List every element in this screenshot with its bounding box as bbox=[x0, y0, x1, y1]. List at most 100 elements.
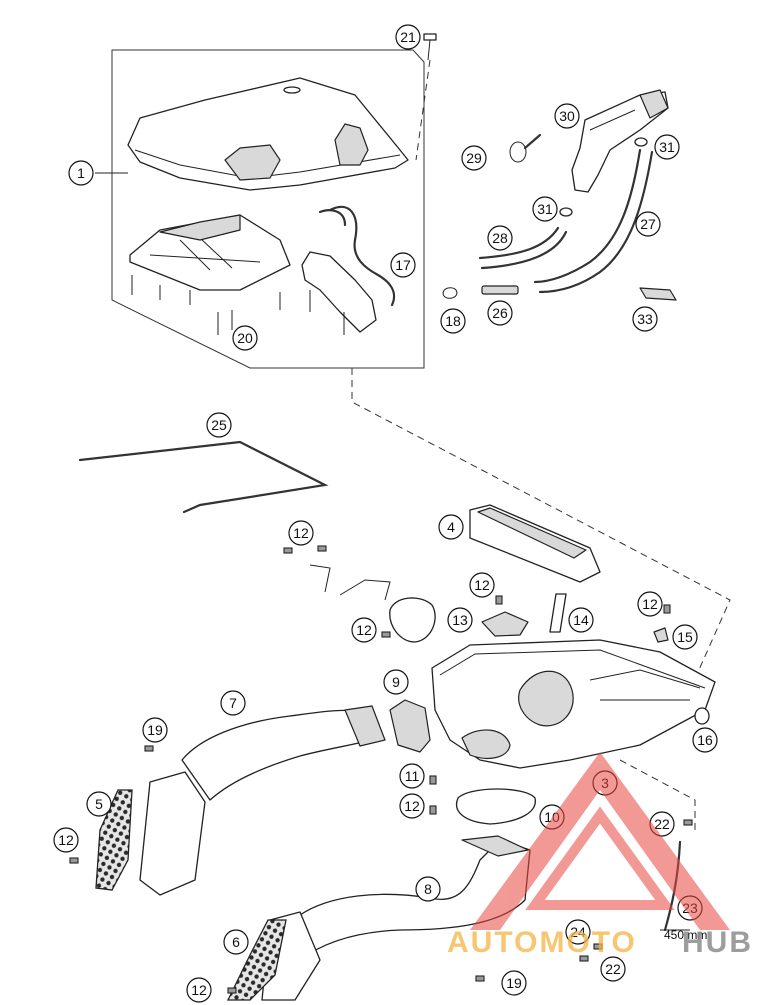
callout-25: 25 bbox=[206, 412, 232, 438]
hose-clamp-upper bbox=[634, 137, 648, 147]
intake-duct-left bbox=[139, 705, 386, 896]
svg-text:33: 33 bbox=[637, 311, 653, 327]
hose-length-label: 450 mm bbox=[664, 928, 707, 942]
intake-mesh-left bbox=[95, 789, 133, 891]
svg-text:18: 18 bbox=[445, 313, 461, 329]
spring-clip bbox=[442, 287, 458, 299]
svg-text:14: 14 bbox=[573, 612, 589, 628]
callout-30: 30 bbox=[554, 103, 580, 129]
callout-31-lower: 31 bbox=[532, 196, 558, 222]
breather-hose-long-inner bbox=[538, 150, 654, 294]
callout-22-b: 22 bbox=[600, 956, 626, 982]
filter-holder bbox=[309, 564, 529, 643]
base-plate bbox=[129, 214, 311, 335]
intake-sensor bbox=[653, 627, 669, 643]
foam-pad bbox=[639, 287, 677, 301]
svg-text:5: 5 bbox=[95, 796, 103, 812]
callout-26: 26 bbox=[487, 300, 513, 326]
callout-12-a: 12 bbox=[288, 520, 314, 546]
callout-18: 18 bbox=[440, 308, 466, 334]
callout-12-e: 12 bbox=[399, 793, 425, 819]
bolt-21 bbox=[423, 33, 437, 61]
filter-strap bbox=[549, 593, 567, 633]
callout-5: 5 bbox=[86, 791, 112, 817]
callout-20: 20 bbox=[232, 325, 258, 351]
callout-12-d: 12 bbox=[351, 617, 377, 643]
svg-text:27: 27 bbox=[640, 216, 656, 232]
svg-text:16: 16 bbox=[697, 732, 713, 748]
breather-reservoir bbox=[571, 89, 669, 193]
callout-21: 21 bbox=[395, 24, 421, 50]
svg-text:22: 22 bbox=[605, 961, 621, 977]
callout-31-upper: 31 bbox=[654, 134, 680, 160]
intake-flange bbox=[389, 699, 431, 753]
callout-12-g: 12 bbox=[186, 977, 212, 1003]
duct-seal bbox=[455, 788, 536, 825]
svg-text:12: 12 bbox=[191, 982, 207, 998]
callout-24: 24 bbox=[565, 919, 591, 945]
air-filter bbox=[469, 504, 601, 583]
callout-19-b: 19 bbox=[501, 970, 527, 996]
callout-27: 27 bbox=[635, 211, 661, 237]
cable-tie bbox=[509, 133, 542, 163]
svg-text:31: 31 bbox=[659, 139, 675, 155]
connection-line-bolt bbox=[415, 59, 431, 161]
svg-text:9: 9 bbox=[392, 674, 400, 690]
breather-hose-short-inner bbox=[480, 230, 568, 270]
svg-text:31: 31 bbox=[537, 201, 553, 217]
callout-16: 16 bbox=[692, 727, 718, 753]
svg-text:30: 30 bbox=[559, 108, 575, 124]
airbox-cover bbox=[127, 77, 409, 191]
svg-text:24: 24 bbox=[570, 924, 586, 940]
svg-text:19: 19 bbox=[506, 975, 522, 991]
svg-text:8: 8 bbox=[424, 881, 432, 897]
callout-12-f: 12 bbox=[53, 827, 79, 853]
callout-15: 15 bbox=[672, 624, 698, 650]
callout-1: 1 bbox=[68, 160, 128, 186]
svg-text:29: 29 bbox=[466, 150, 482, 166]
watermark-text-b: HUB bbox=[682, 926, 753, 959]
breather-hose-short bbox=[478, 226, 560, 260]
svg-text:26: 26 bbox=[492, 305, 508, 321]
connection-line-upper bbox=[351, 368, 731, 691]
svg-text:12: 12 bbox=[356, 622, 372, 638]
svg-text:7: 7 bbox=[229, 695, 237, 711]
grommet bbox=[694, 707, 710, 725]
callout-8: 8 bbox=[415, 876, 441, 902]
svg-text:22: 22 bbox=[654, 816, 670, 832]
svg-text:4: 4 bbox=[447, 519, 455, 535]
svg-text:13: 13 bbox=[452, 612, 468, 628]
svg-text:15: 15 bbox=[677, 629, 693, 645]
svg-text:1: 1 bbox=[77, 165, 85, 181]
svg-text:21: 21 bbox=[400, 29, 416, 45]
callout-11: 11 bbox=[399, 763, 425, 789]
watermark-text-a: AUTOMOTO bbox=[447, 926, 637, 959]
breather-bracket bbox=[301, 205, 396, 335]
breather-hose-long bbox=[533, 148, 642, 284]
svg-text:19: 19 bbox=[147, 722, 163, 738]
svg-text:25: 25 bbox=[211, 417, 227, 433]
intake-mesh-right bbox=[226, 919, 287, 1001]
svg-text:12: 12 bbox=[642, 596, 658, 612]
callout-6: 6 bbox=[223, 929, 249, 955]
watermark-triangle bbox=[470, 752, 730, 930]
svg-text:6: 6 bbox=[232, 934, 240, 950]
callout-7: 7 bbox=[220, 690, 246, 716]
callout-28: 28 bbox=[487, 225, 513, 251]
callout-19-a: 19 bbox=[142, 717, 168, 743]
callout-29: 29 bbox=[461, 145, 487, 171]
hose-clamp-lower bbox=[559, 207, 573, 217]
svg-text:20: 20 bbox=[237, 330, 253, 346]
callout-17: 17 bbox=[390, 252, 416, 278]
callout-9: 9 bbox=[383, 669, 409, 695]
svg-text:11: 11 bbox=[405, 768, 420, 784]
callout-12-b: 12 bbox=[469, 572, 495, 598]
svg-text:12: 12 bbox=[293, 525, 309, 541]
svg-text:17: 17 bbox=[395, 257, 411, 273]
callout-14: 14 bbox=[568, 607, 594, 633]
svg-text:12: 12 bbox=[58, 832, 74, 848]
svg-text:28: 28 bbox=[492, 230, 508, 246]
svg-text:12: 12 bbox=[474, 577, 490, 593]
